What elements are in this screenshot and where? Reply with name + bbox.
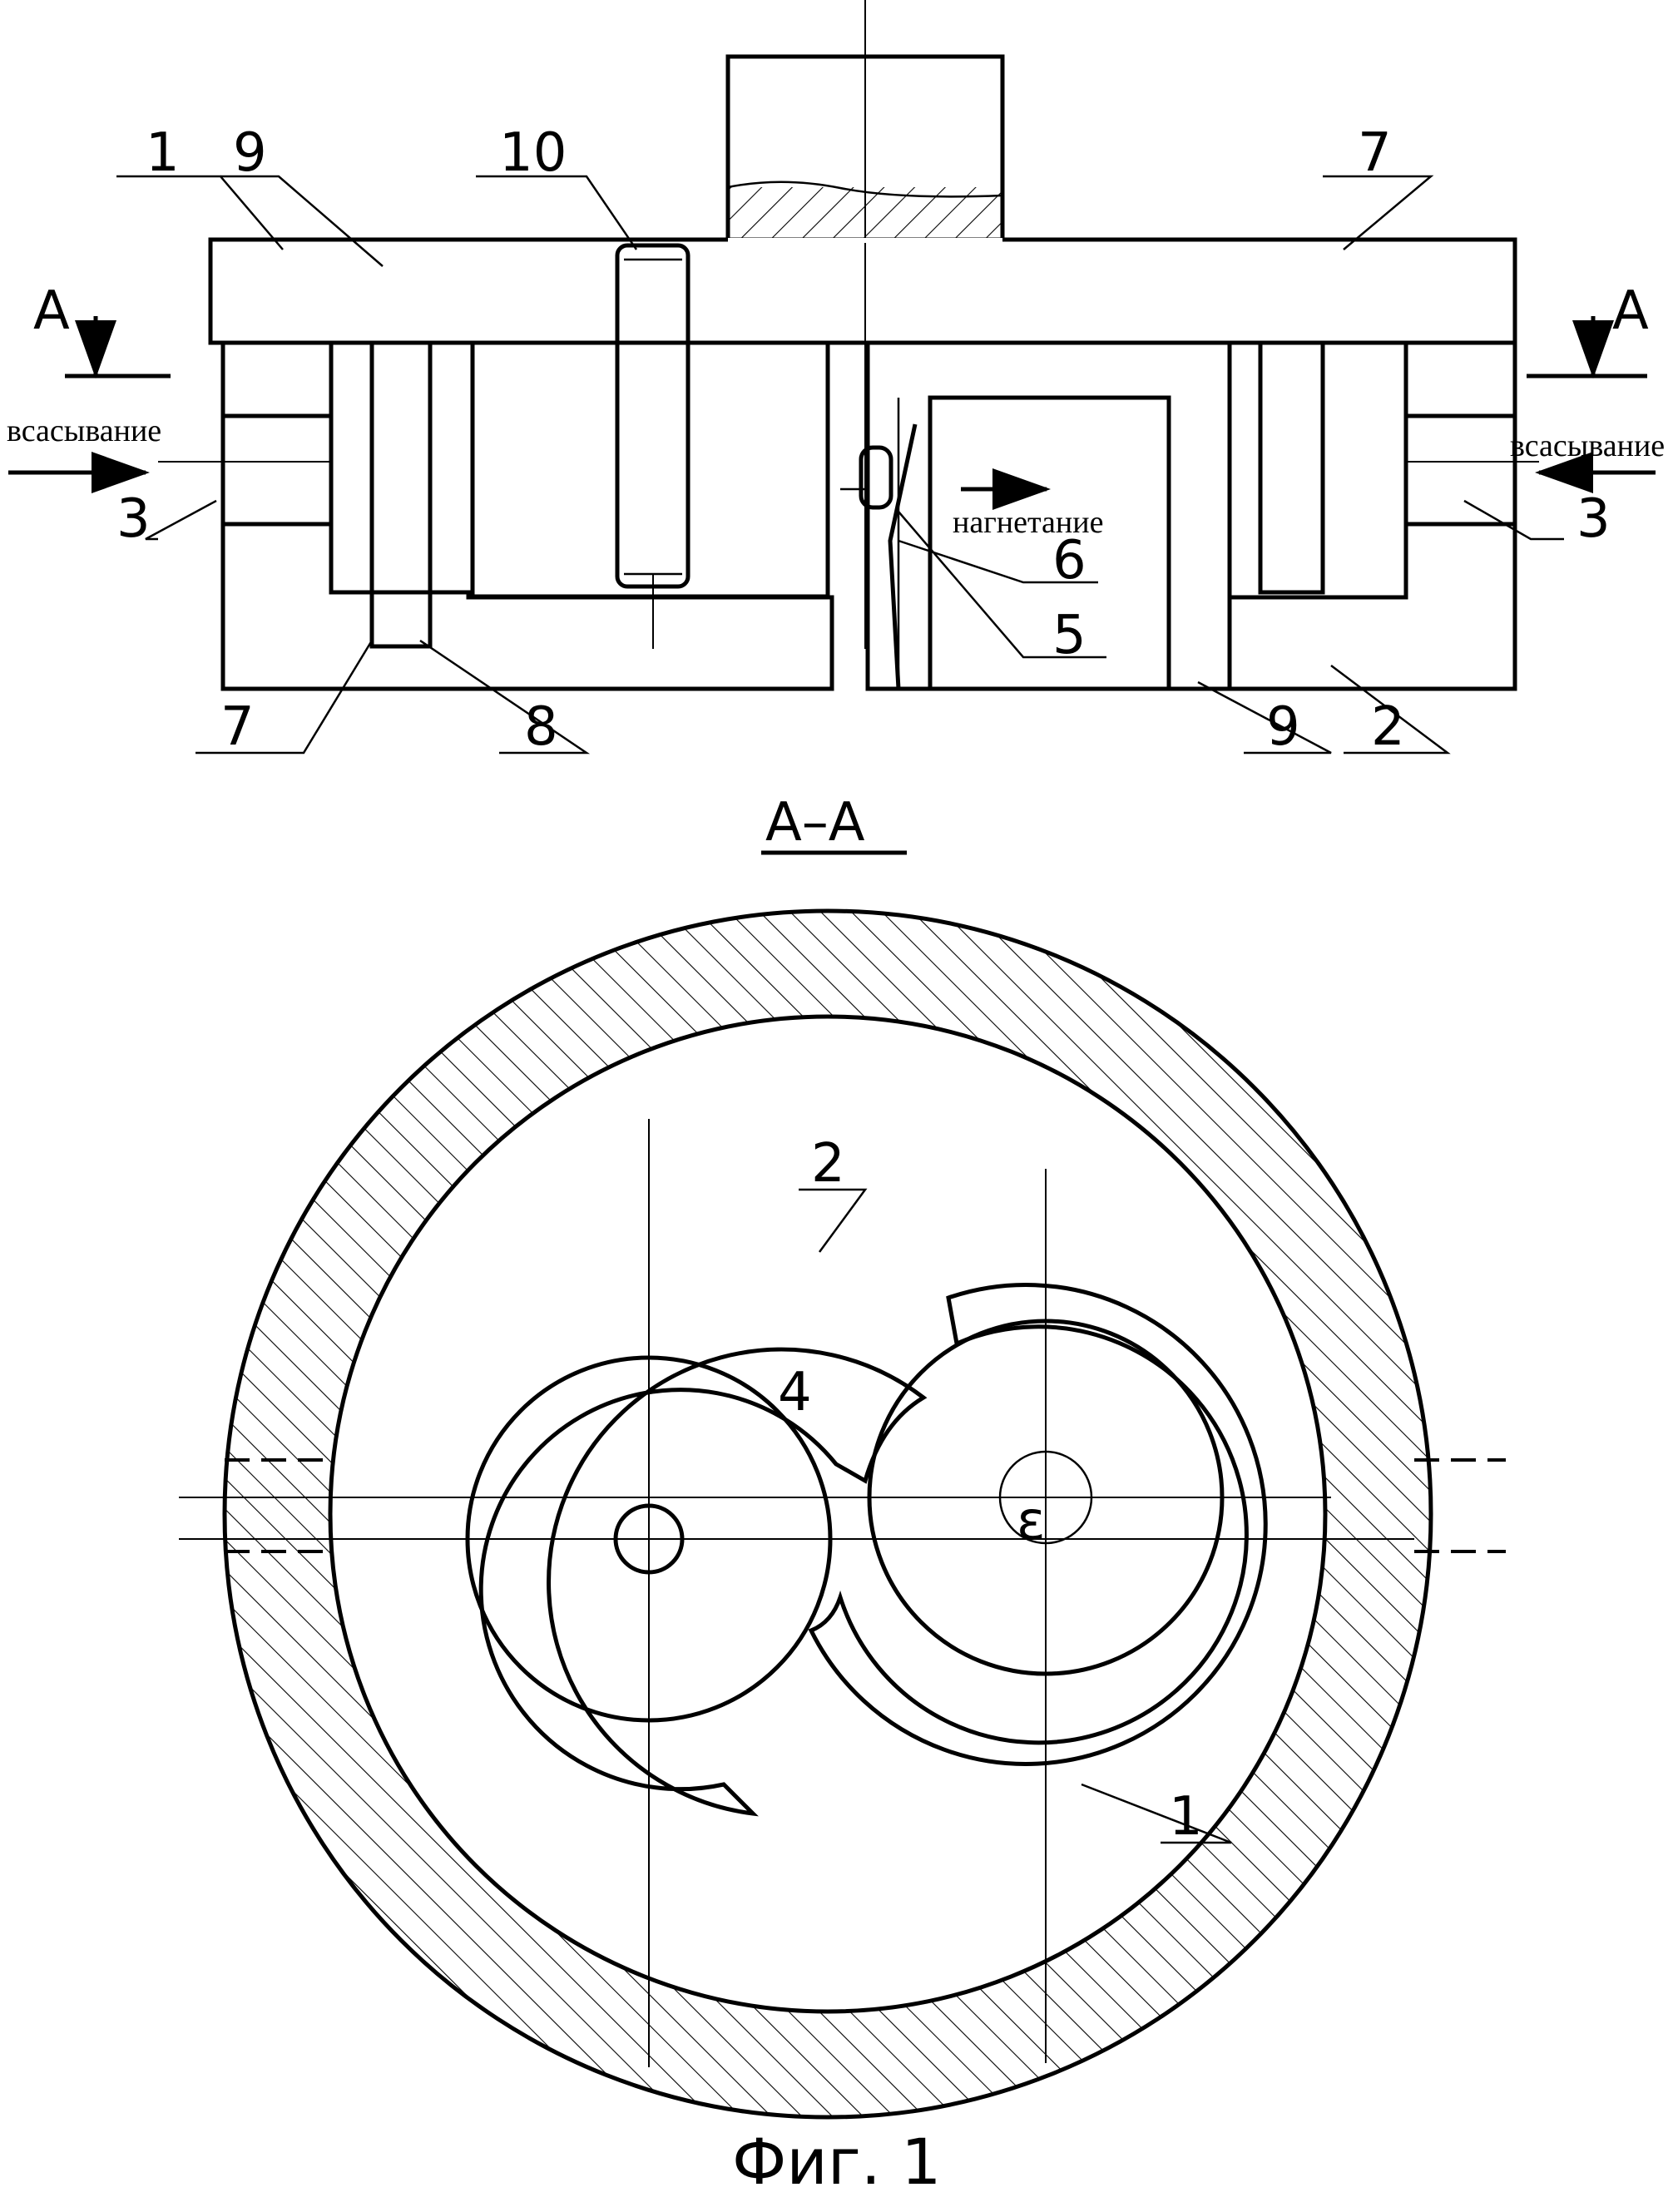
label-8: 8: [524, 696, 558, 758]
section-mark-right: A: [1612, 280, 1649, 342]
label-1: 1: [146, 122, 180, 184]
label-4: 4: [778, 1362, 812, 1423]
label-7-top: 7: [1358, 122, 1392, 184]
inlet-left: [223, 416, 331, 524]
label-3-right: 3: [1576, 488, 1611, 550]
label-6: 6: [1052, 530, 1086, 591]
suction-right: всасывание: [1510, 428, 1665, 463]
label-2-top: 2: [1371, 696, 1405, 758]
elevation-view: 1 9 10 7 A A всасывание всасывание 3 3 н…: [7, 0, 1665, 758]
label-5: 5: [1052, 605, 1086, 666]
label-9-bottom: 9: [1266, 696, 1300, 758]
section-mark-left: A: [33, 280, 70, 342]
suction-left: всасывание: [7, 413, 161, 448]
pin-8: [372, 343, 430, 646]
pin-10: [617, 245, 688, 586]
section-view: A–A 2 4 1 ε: [0, 792, 1673, 2163]
inlet-right: [1406, 416, 1515, 524]
label-9-top: 9: [233, 122, 267, 184]
label-1-section: 1: [1169, 1786, 1203, 1848]
reed-valve: [890, 424, 915, 689]
block-10: [473, 343, 828, 596]
top-plate-flange: [1260, 343, 1323, 592]
bottom-housing: [223, 343, 832, 689]
top-plate: [210, 240, 1515, 343]
label-10: 10: [499, 122, 567, 184]
figure-caption: Фиг. 1: [732, 2125, 941, 2199]
epsilon-label: ε: [1017, 1491, 1046, 1552]
label-7-bottom: 7: [220, 696, 255, 758]
label-2-section: 2: [811, 1133, 845, 1195]
label-3-left: 3: [116, 488, 151, 550]
